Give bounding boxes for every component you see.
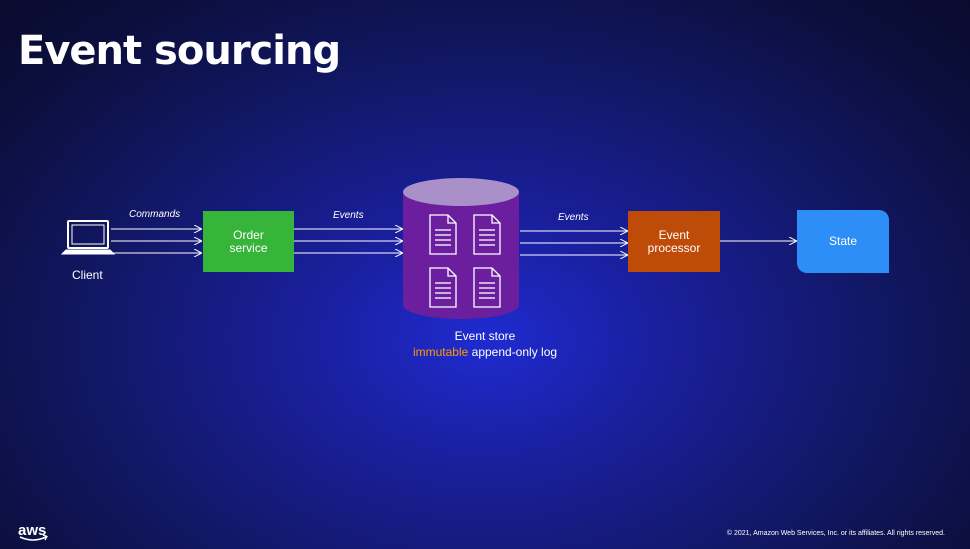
order-service-box: Order service [203, 211, 294, 272]
event-processor-box: Event processor [628, 211, 720, 272]
commands-arrows [111, 229, 201, 253]
client-label: Client [72, 268, 103, 282]
events-label-in: Events [333, 210, 364, 221]
commands-label: Commands [129, 209, 181, 220]
event-store-database-icon [403, 178, 519, 319]
document-icon [473, 214, 501, 255]
event-store-subtitle-rest: append-only log [468, 345, 558, 359]
state-box: State [797, 210, 889, 273]
events-arrows-out [520, 231, 627, 255]
event-processor-label: Event processor [647, 227, 701, 255]
page-title: Event sourcing [18, 28, 341, 74]
document-icon [429, 267, 457, 308]
laptop-icon [60, 220, 116, 255]
aws-logo-smile [19, 534, 48, 541]
state-label: State [828, 234, 858, 248]
event-store-subtitle-accent: immutable [412, 345, 469, 359]
copyright-footer: © 2021, Amazon Web Services, Inc. or its… [726, 530, 945, 537]
document-icon [429, 214, 457, 255]
event-store-title: Event store [454, 329, 516, 343]
event-store-subtitle: immutable append-only log [0, 345, 970, 359]
document-icon [473, 267, 501, 308]
events-arrows-in [294, 229, 402, 253]
aws-logo: aws [18, 522, 47, 539]
order-service-label: Order service [229, 227, 268, 255]
events-label-out: Events [558, 212, 589, 223]
